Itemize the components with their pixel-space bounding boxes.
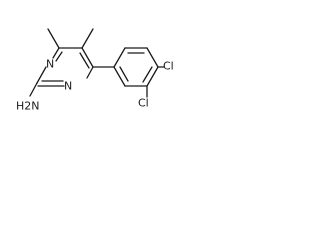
amine-bond [29,82,38,97]
methyl-bond-c6 [47,28,60,49]
ring-nitrogen-bottom: N [64,80,72,93]
bond-n1-c6-inner [55,51,63,62]
bond-n1-c6 [52,47,60,59]
chemical-structure: N N Cl Cl H2N [16,28,174,113]
bond-p6-p1 [113,66,126,87]
phenyl-ring [113,47,159,87]
amine-group: H2N [16,100,40,113]
pyrimidine-ring [36,47,94,87]
bond-p4-p5-inner [142,66,153,83]
methyl-bond-c5 [81,28,94,49]
bond-c5-c4 [81,47,94,68]
chlorine-upper: Cl [163,60,174,73]
bond-c2-n1 [36,66,47,84]
chlorine-lower: Cl [138,97,149,110]
bond-p1-p2 [113,47,126,68]
bond-p4-p5 [146,66,159,87]
bond-c5-c4-inner [79,52,90,69]
ring-nitrogen-top: N [46,58,54,71]
bond-c4-n3 [86,66,94,79]
bond-p6-p1-inner [119,66,129,82]
bond-p3-p4 [146,47,159,68]
